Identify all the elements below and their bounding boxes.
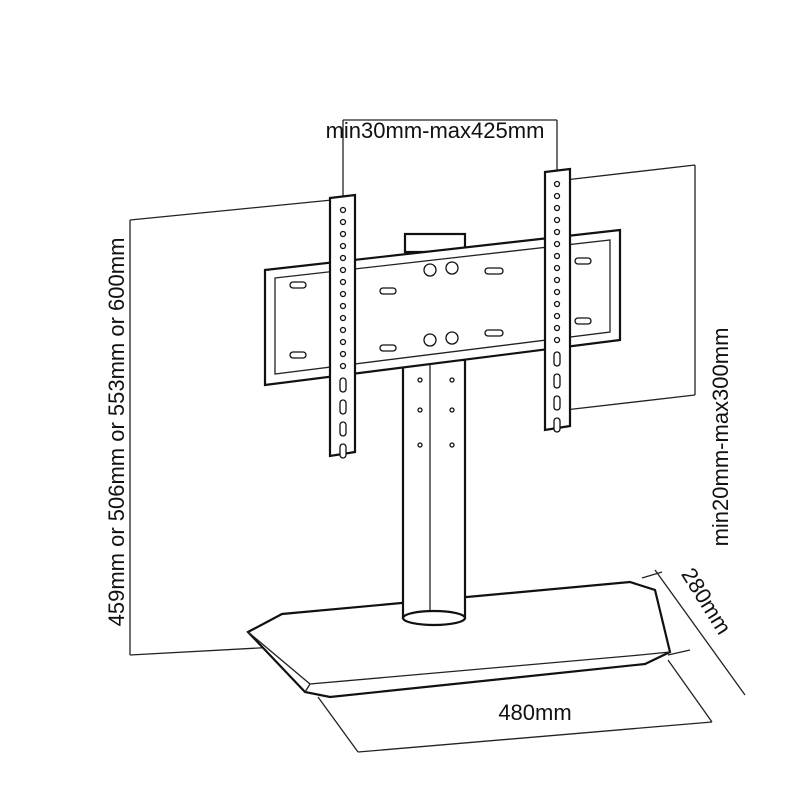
arm-slot (553, 395, 561, 411)
arm-hole (339, 350, 347, 358)
arm-hole (553, 288, 561, 296)
arm-hole (553, 276, 561, 284)
arm-hole (553, 300, 561, 308)
arm-hole (553, 264, 561, 272)
arm-hole (553, 336, 561, 344)
arm-hole (553, 192, 561, 200)
height-options-label: 459mm or 506mm or 553mm or 600mm (104, 238, 129, 627)
base-depth-dimension-lines (641, 569, 746, 696)
vesa-width-dimension-lines (342, 119, 558, 198)
arm-hole (339, 338, 347, 346)
arm-hole (339, 230, 347, 238)
vesa-height-label: min20mm-max300mm (708, 328, 733, 547)
vesa-height-dimension-lines (564, 164, 696, 411)
arm-hole (553, 312, 561, 320)
base-plate (246, 580, 672, 699)
arm-hole (339, 326, 347, 334)
base-width-dimension-lines (317, 659, 713, 753)
right-bracket-arm (543, 167, 572, 433)
left-bracket-arm (328, 193, 357, 459)
arm-slot (339, 421, 347, 437)
arm-hole (553, 216, 561, 224)
arm-hole (553, 324, 561, 332)
arm-hole (553, 252, 561, 260)
arm-hole (553, 228, 561, 236)
arm-hole (553, 240, 561, 248)
arm-hole (553, 204, 561, 212)
arm-slot (553, 417, 561, 433)
arm-slot (553, 351, 561, 367)
arm-hole (339, 290, 347, 298)
arm-hole (339, 206, 347, 214)
arm-hole (339, 254, 347, 262)
base-width-label: 480mm (498, 700, 571, 725)
arm-slot (339, 399, 347, 415)
arm-slot (553, 373, 561, 389)
arm-slot (339, 443, 347, 459)
vesa-width-label: min30mm-max425mm (326, 118, 545, 143)
arm-hole (553, 180, 561, 188)
arm-hole (339, 218, 347, 226)
arm-hole (339, 278, 347, 286)
arm-hole (339, 242, 347, 250)
arm-slot (339, 377, 347, 393)
arm-hole (339, 266, 347, 274)
arm-hole (339, 302, 347, 310)
base-depth-label: 280mm (676, 563, 736, 638)
arm-hole (339, 314, 347, 322)
arm-hole (339, 362, 347, 370)
column (401, 358, 467, 627)
